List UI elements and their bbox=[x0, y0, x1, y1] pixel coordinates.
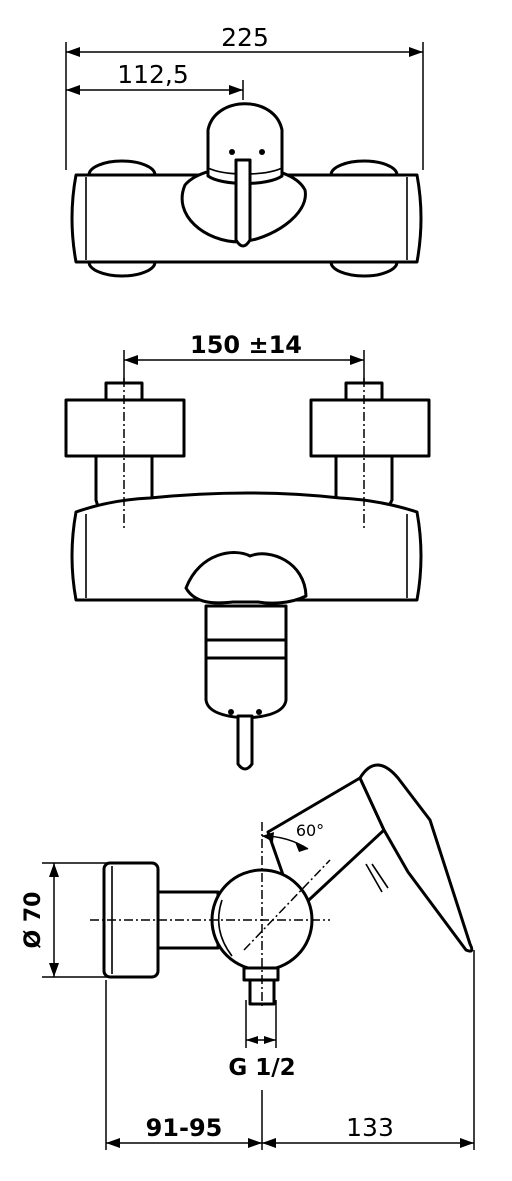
dimension-wall-depth bbox=[106, 1138, 262, 1148]
lever-base-front bbox=[184, 551, 308, 605]
label-thread: G 1/2 bbox=[228, 1055, 295, 1081]
wall-flange-right bbox=[309, 398, 431, 458]
dimension-spout-reach bbox=[262, 1138, 474, 1148]
label-overall-width: 225 bbox=[221, 23, 269, 52]
dimension-thread bbox=[246, 1036, 276, 1044]
dimension-diameter bbox=[49, 863, 59, 977]
lever-handle-front bbox=[236, 714, 254, 771]
label-wall-depth: 91-95 bbox=[146, 1114, 223, 1142]
lever-housing-top bbox=[206, 102, 284, 185]
lever-handle-top bbox=[234, 158, 252, 248]
top-view: 225 112,5 bbox=[65, 23, 424, 278]
label-diameter: Ø 70 bbox=[21, 892, 46, 949]
housing-ring bbox=[204, 638, 288, 660]
label-half-width: 112,5 bbox=[117, 60, 189, 89]
label-spout-reach: 133 bbox=[346, 1113, 394, 1142]
wall-flange-left bbox=[64, 398, 186, 458]
outlet-nut bbox=[242, 966, 280, 982]
side-view: Ø 70 60° bbox=[21, 763, 475, 1150]
dimension-center-distance bbox=[124, 355, 364, 365]
dimension-angle bbox=[261, 832, 309, 852]
dimension-overall-width bbox=[66, 47, 423, 57]
label-center-distance: 150 ±14 bbox=[190, 331, 302, 359]
dimension-half-width bbox=[66, 85, 243, 95]
front-view: 150 ±14 bbox=[64, 331, 431, 771]
lever-handle-side bbox=[358, 763, 474, 953]
mixer-body-front bbox=[70, 491, 423, 602]
lever-housing-front bbox=[204, 604, 288, 720]
label-angle: 60° bbox=[296, 821, 324, 840]
